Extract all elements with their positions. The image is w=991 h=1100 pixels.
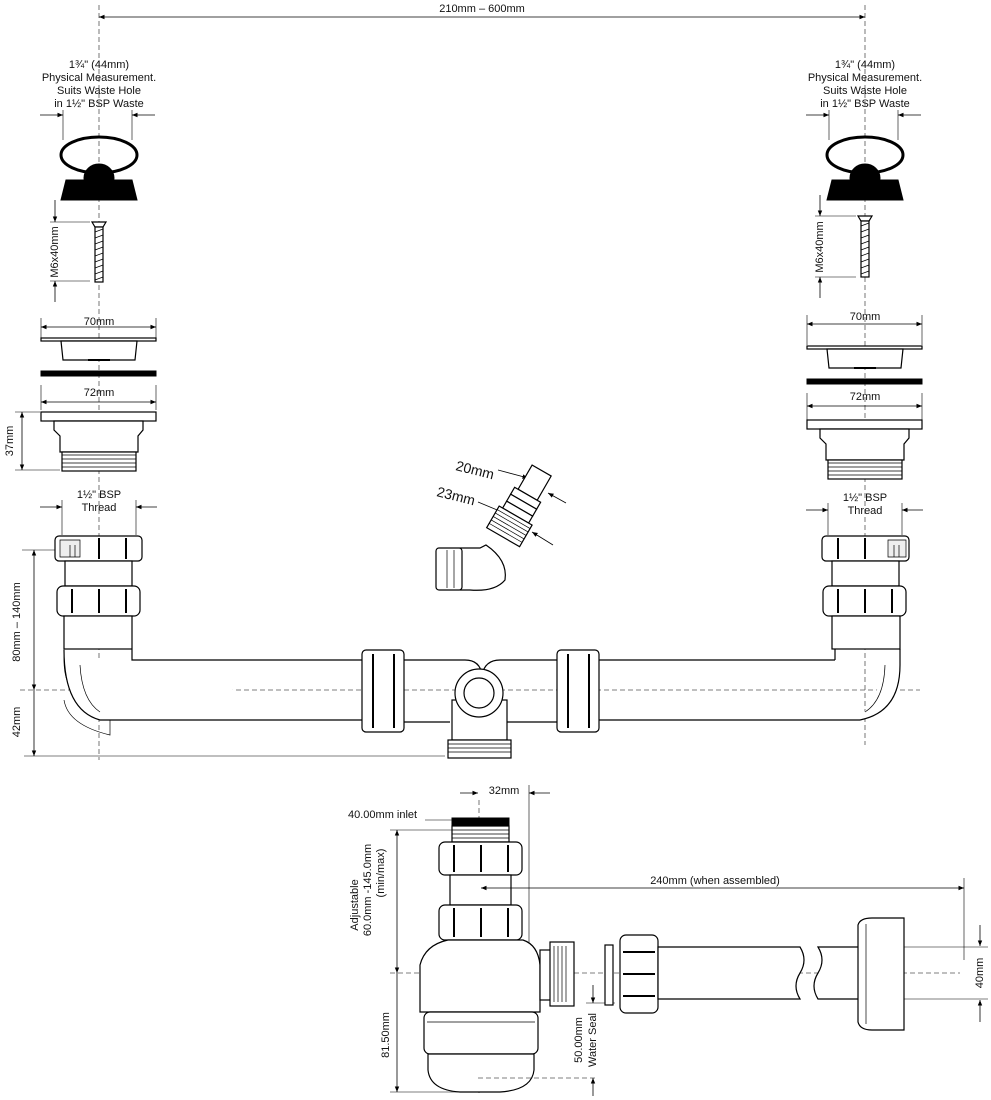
- svg-text:Physical Measurement.: Physical Measurement.: [808, 72, 922, 84]
- svg-text:in 1½" BSP Waste: in 1½" BSP Waste: [820, 98, 910, 110]
- svg-text:70mm: 70mm: [84, 316, 115, 328]
- left-screw: M6x40mm: [49, 200, 108, 302]
- right-screw-label: M6x40mm: [814, 221, 826, 272]
- right-plug-chain: [825, 135, 905, 201]
- left-height-dims: 80mm – 140mm 42mm: [11, 549, 445, 757]
- svg-text:40mm: 40mm: [974, 958, 986, 989]
- bottle-trap-dims: Adjustable 60.0mm -145.0mm (min/max) 81.…: [349, 829, 615, 1096]
- svg-text:81.50mm: 81.50mm: [380, 1012, 392, 1058]
- svg-text:1¾" (44mm): 1¾" (44mm): [69, 59, 129, 71]
- outlet-pipe: 240mm (when assembled) 40mm: [481, 875, 988, 1031]
- svg-text:Adjustable: Adjustable: [349, 879, 361, 930]
- svg-text:50.00mm: 50.00mm: [573, 1017, 585, 1063]
- left-plug-chain: [59, 135, 139, 201]
- svg-text:40.00mm inlet: 40.00mm inlet: [348, 809, 417, 821]
- left-waste-body: 72mm 37mm: [4, 385, 157, 472]
- svg-text:Physical Measurement.: Physical Measurement.: [42, 72, 156, 84]
- bottom-inlet-dims: 32mm 40.00mm inlet: [348, 785, 550, 960]
- svg-text:1½" BSP: 1½" BSP: [843, 492, 887, 504]
- svg-text:Thread: Thread: [82, 502, 117, 514]
- hose-adaptor: 20mm 23mm: [435, 457, 567, 591]
- svg-text:(min/max): (min/max): [375, 849, 387, 898]
- svg-text:240mm (when assembled): 240mm (when assembled): [650, 875, 780, 887]
- right-trap-pipe: [821, 535, 910, 721]
- hose-20-label: 20mm: [454, 457, 496, 482]
- right-waste-hole-note: 1¾" (44mm) Physical Measurement. Suits W…: [806, 59, 922, 140]
- svg-text:80mm – 140mm: 80mm – 140mm: [11, 582, 23, 661]
- right-screw: M6x40mm: [814, 195, 874, 298]
- svg-text:60.0mm -145.0mm: 60.0mm -145.0mm: [362, 844, 374, 936]
- svg-text:32mm: 32mm: [489, 785, 520, 797]
- left-grate: 70mm: [40, 316, 157, 377]
- span-label: 210mm – 600mm: [439, 3, 525, 15]
- svg-text:in 1½" BSP Waste: in 1½" BSP Waste: [54, 98, 144, 110]
- left-screw-label: M6x40mm: [49, 226, 61, 277]
- svg-text:1½" BSP: 1½" BSP: [77, 489, 121, 501]
- svg-text:1¾" (44mm): 1¾" (44mm): [835, 59, 895, 71]
- svg-text:70mm: 70mm: [850, 311, 881, 323]
- svg-text:37mm: 37mm: [4, 426, 16, 457]
- svg-text:Suits Waste Hole: Suits Waste Hole: [823, 85, 907, 97]
- center-tee: [361, 649, 860, 759]
- left-trap-pipe: [54, 535, 362, 736]
- svg-text:72mm: 72mm: [850, 391, 881, 403]
- hose-23-label: 23mm: [435, 483, 477, 508]
- right-bsp-note: 1½" BSP Thread: [806, 492, 923, 535]
- right-waste-body: 72mm: [806, 391, 923, 480]
- svg-text:Water Seal: Water Seal: [587, 1013, 599, 1067]
- left-waste-hole-note: 1¾" (44mm) Physical Measurement. Suits W…: [40, 59, 156, 140]
- left-bsp-note: 1½" BSP Thread: [40, 489, 157, 535]
- bottle-trap: [419, 817, 595, 1093]
- svg-text:72mm: 72mm: [84, 387, 115, 399]
- svg-text:42mm: 42mm: [11, 707, 23, 738]
- right-grate: 70mm: [806, 311, 923, 385]
- svg-text:Suits Waste Hole: Suits Waste Hole: [57, 85, 141, 97]
- span-dimension: 210mm – 600mm: [99, 3, 865, 20]
- svg-text:Thread: Thread: [848, 505, 883, 517]
